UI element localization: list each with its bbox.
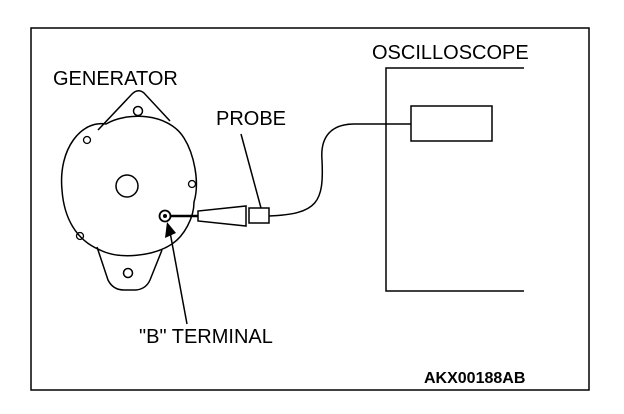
- b-terminal-pointer: [169, 231, 188, 325]
- generator-bolt-left-top: [82, 135, 92, 145]
- oscilloscope-input-box: [410, 105, 493, 142]
- oscilloscope-outline: [385, 67, 524, 292]
- oscilloscope-label: OSCILLOSCOPE: [372, 42, 529, 64]
- generator-center-hole: [115, 174, 139, 198]
- generator-housing: [60, 115, 198, 257]
- generator-bolt-right: [187, 179, 197, 189]
- generator-bottom-ear: [96, 246, 163, 291]
- diagram-frame: [30, 27, 590, 391]
- generator-bolt-left-bottom: [75, 231, 85, 241]
- probe-body: [197, 205, 247, 227]
- b-terminal-arrowhead: [165, 222, 176, 238]
- probe-label: PROBE: [216, 108, 286, 130]
- b-terminal-label: "B" TERMINAL: [139, 326, 273, 348]
- b-terminal-inner: [163, 214, 167, 218]
- probe-cable: [268, 123, 411, 217]
- generator: [60, 90, 198, 291]
- probe-pointer: [240, 133, 262, 209]
- figure-code: AKX00188AB: [424, 370, 525, 387]
- probe: [170, 133, 270, 227]
- generator-top-ear: [97, 90, 171, 131]
- generator-label: GENERATOR: [53, 68, 178, 90]
- generator-mount-hole-bottom: [122, 267, 134, 279]
- probe-connector: [248, 207, 270, 224]
- generator-mount-hole-top: [132, 105, 144, 117]
